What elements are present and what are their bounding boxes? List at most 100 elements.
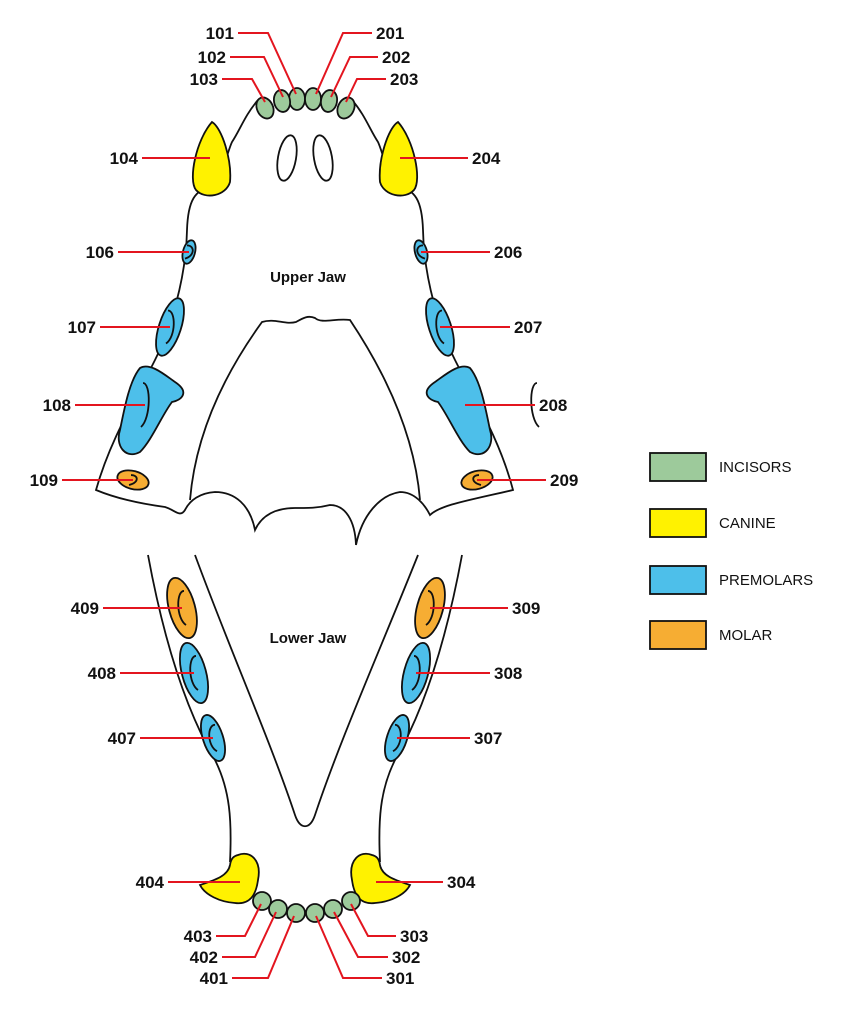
legend-item-incisors: INCISORS bbox=[649, 452, 792, 482]
tooth-308[interactable]: 308 bbox=[396, 640, 522, 706]
leader-line bbox=[350, 903, 396, 937]
leader-line bbox=[333, 911, 388, 958]
tooth-label: 307 bbox=[474, 729, 502, 748]
leader-line bbox=[216, 903, 262, 937]
tooth-206[interactable]: 206 bbox=[412, 239, 522, 265]
tooth-label: 103 bbox=[190, 70, 218, 89]
legend-item-molar: MOLAR bbox=[649, 620, 773, 650]
tooth-304[interactable]: 304 bbox=[350, 852, 476, 905]
legend-label: MOLAR bbox=[719, 627, 773, 644]
tooth-label: 404 bbox=[136, 873, 165, 892]
tooth-101[interactable]: 101 bbox=[206, 24, 306, 111]
leader-line bbox=[232, 915, 295, 979]
cusp-mark bbox=[392, 723, 402, 752]
legend-item-premolars: PREMOLARS bbox=[649, 565, 813, 595]
lower-jaw-label: Lower Jaw bbox=[270, 630, 347, 647]
tooth-209[interactable]: 209 bbox=[459, 467, 578, 493]
legend-item-canine: CANINE bbox=[649, 508, 776, 538]
tooth-label: 107 bbox=[68, 318, 96, 337]
tooth-label: 407 bbox=[108, 729, 136, 748]
cusp-mark bbox=[189, 655, 199, 691]
tooth-301[interactable]: 301 bbox=[305, 903, 414, 988]
tooth-307[interactable]: 307 bbox=[380, 712, 502, 764]
tooth-207[interactable]: 207 bbox=[420, 295, 542, 359]
cusp-mark bbox=[140, 382, 150, 428]
tooth-label: 201 bbox=[376, 24, 404, 43]
tooth-302[interactable]: 302 bbox=[323, 899, 420, 967]
tooth-107[interactable]: 107 bbox=[68, 295, 190, 359]
incisors-tooth-shape bbox=[304, 87, 322, 111]
incisors-tooth-shape bbox=[336, 96, 356, 120]
legend-label: INCISORS bbox=[719, 459, 792, 476]
tooth-label: 303 bbox=[400, 927, 428, 946]
tooth-label: 203 bbox=[390, 70, 418, 89]
legend-swatch bbox=[649, 452, 707, 482]
tooth-309[interactable]: 309 bbox=[409, 575, 540, 642]
tooth-104[interactable]: 104 bbox=[110, 120, 232, 197]
tooth-109[interactable]: 109 bbox=[30, 467, 151, 493]
tooth-201[interactable]: 201 bbox=[304, 24, 404, 111]
tooth-303[interactable]: 303 bbox=[341, 891, 428, 946]
incisors-tooth-shape bbox=[323, 899, 343, 919]
tooth-404[interactable]: 404 bbox=[136, 852, 260, 905]
leader-line bbox=[315, 915, 382, 979]
tooth-103[interactable]: 103 bbox=[190, 70, 277, 121]
legend-swatch bbox=[649, 565, 707, 595]
legend-swatch bbox=[649, 508, 707, 538]
tooth-label: 209 bbox=[550, 471, 578, 490]
incisors-tooth-shape bbox=[319, 89, 339, 113]
tooth-409[interactable]: 409 bbox=[71, 575, 203, 642]
tooth-208[interactable]: 208 bbox=[425, 365, 568, 455]
cusp-mark bbox=[425, 590, 435, 626]
incisors-tooth-shape bbox=[286, 903, 306, 923]
tooth-106[interactable]: 106 bbox=[86, 239, 198, 265]
tooth-202[interactable]: 202 bbox=[319, 48, 410, 113]
cusp-mark bbox=[208, 723, 218, 752]
tooth-label: 409 bbox=[71, 599, 99, 618]
tooth-401[interactable]: 401 bbox=[200, 903, 306, 988]
tooth-108[interactable]: 108 bbox=[43, 365, 185, 455]
tooth-label: 104 bbox=[110, 149, 139, 168]
tooth-402[interactable]: 402 bbox=[190, 899, 288, 967]
tooth-204[interactable]: 204 bbox=[378, 120, 501, 197]
leader-line bbox=[330, 56, 378, 98]
canine-tooth-shape bbox=[350, 852, 412, 905]
tooth-label: 204 bbox=[472, 149, 501, 168]
tooth-label: 402 bbox=[190, 948, 218, 967]
leader-line bbox=[315, 32, 372, 95]
cusp-mark bbox=[184, 244, 194, 260]
tooth-label: 101 bbox=[206, 24, 234, 43]
tooth-102[interactable]: 102 bbox=[198, 48, 292, 113]
tooth-label: 108 bbox=[43, 396, 71, 415]
tooth-label: 401 bbox=[200, 969, 228, 988]
tooth-label: 207 bbox=[514, 318, 542, 337]
premolars-tooth-shape bbox=[117, 365, 185, 455]
tooth-203[interactable]: 203 bbox=[334, 70, 418, 121]
tooth-label: 102 bbox=[198, 48, 226, 67]
leader-line bbox=[230, 56, 284, 98]
tooth-label: 106 bbox=[86, 243, 114, 262]
incisors-tooth-shape bbox=[305, 903, 325, 923]
legend-label: PREMOLARS bbox=[719, 572, 813, 589]
tooth-408[interactable]: 408 bbox=[88, 640, 214, 706]
premolars-tooth-shape bbox=[425, 365, 493, 455]
incisors-tooth-shape bbox=[341, 891, 361, 911]
cusp-mark bbox=[411, 655, 421, 691]
leader-line bbox=[222, 78, 266, 103]
cusp-mark bbox=[472, 474, 482, 486]
tooth-407[interactable]: 407 bbox=[108, 712, 230, 764]
cusp-mark bbox=[435, 309, 445, 345]
tooth-label: 308 bbox=[494, 664, 522, 683]
incisors-tooth-shape bbox=[288, 87, 306, 111]
cusp-mark bbox=[177, 590, 187, 626]
tooth-label: 403 bbox=[184, 927, 212, 946]
tooth-label: 208 bbox=[539, 396, 567, 415]
tooth-label: 408 bbox=[88, 664, 116, 683]
tooth-403[interactable]: 403 bbox=[184, 891, 272, 946]
leader-line bbox=[238, 32, 297, 95]
tooth-label: 202 bbox=[382, 48, 410, 67]
legend-label: CANINE bbox=[719, 515, 776, 532]
legend: INCISORS CANINE PREMOLARS MOLAR bbox=[649, 452, 813, 650]
leader-line bbox=[222, 911, 277, 958]
